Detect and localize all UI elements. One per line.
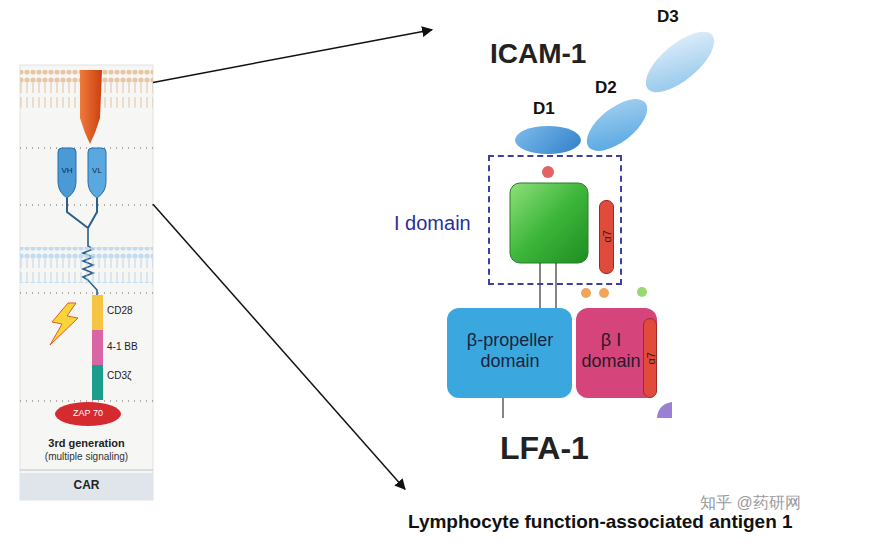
node-text: ICAM-1 — [490, 38, 586, 70]
dotted-guide — [20, 205, 153, 206]
d3-domain-shape — [636, 21, 723, 103]
panel-background — [20, 65, 153, 500]
node-text: (multiple signaling) — [20, 451, 153, 463]
ion-dot — [581, 288, 591, 298]
pointer-arrow — [153, 204, 405, 489]
node-text: β-propeller domain — [455, 330, 565, 371]
node-text: CD28 — [107, 305, 133, 317]
ion-dot — [599, 288, 609, 298]
stalk-line — [502, 398, 503, 418]
d3-domain: D3 — [645, 30, 715, 100]
watermark: 知乎 @药研网 — [700, 494, 801, 512]
alpha7-helix: α7 — [643, 318, 657, 398]
icam1-group: ICAM-1D1D2D3 — [432, 5, 722, 160]
car-band: CAR — [20, 473, 153, 500]
node-text: 4-1 BB — [107, 341, 138, 353]
costim-segment: 4-1 BB — [92, 330, 103, 365]
d2-domain-shape — [578, 89, 656, 160]
car-panel: 3rd generation(multiple signaling) VH VL CD… — [20, 65, 153, 500]
node-text: Lymphocyte function-associated antigen 1 — [408, 511, 793, 533]
d2-domain: D2 — [588, 100, 650, 150]
i-domain-box: I domainα7 — [488, 155, 622, 285]
metal-ion-dot — [542, 166, 554, 178]
node-text: D3 — [657, 7, 679, 27]
node-text: CAR — [20, 479, 153, 493]
beta-propeller-domain: β-propeller domain — [447, 308, 572, 398]
node-text: D1 — [533, 99, 555, 119]
node-text: VL — [88, 166, 106, 175]
node-text: D2 — [595, 78, 617, 98]
t-cell-membrane — [20, 247, 153, 283]
antigen-shape — [80, 70, 102, 144]
vh-domain: VH — [58, 150, 76, 198]
linker-line — [540, 263, 556, 308]
lightning-bolt — [50, 303, 78, 345]
vh-domain-shape — [58, 148, 76, 198]
node-text: VH — [58, 166, 76, 175]
dotted-guide — [20, 148, 153, 149]
node-text: LFA-1 — [500, 430, 589, 467]
node-text: I domain — [394, 212, 471, 235]
node-text: α7 — [601, 219, 614, 254]
beta-i-domain: β I domainα7 — [576, 308, 657, 398]
alpha7-helix: α7 — [599, 200, 614, 274]
scfv-stem — [67, 198, 97, 228]
cd3z-segment: CD3ζ — [92, 365, 103, 400]
d1-domain: D1 — [515, 126, 581, 154]
lfa1-group: LFA-1Lymphocyte function-associated anti… — [405, 150, 875, 540]
node-text: CD3ζ — [107, 370, 131, 382]
vl-domain: VL — [88, 150, 106, 198]
zap70-ellipse: ZAP 70 — [55, 402, 121, 426]
node-text: ZAP 70 — [55, 408, 121, 418]
node-text: 3rd generation — [20, 437, 153, 450]
node-text: α7 — [645, 341, 658, 375]
i-domain-block — [510, 183, 588, 263]
node-text: β I domain — [579, 330, 643, 371]
vl-domain-shape — [88, 148, 106, 198]
panel-divider — [20, 470, 153, 471]
cd28-segment: CD28 — [92, 295, 103, 330]
dotted-guide — [20, 293, 153, 294]
ion-dot — [637, 287, 647, 297]
partial-domain-shape — [657, 402, 672, 418]
pointer-arrow — [153, 30, 432, 83]
